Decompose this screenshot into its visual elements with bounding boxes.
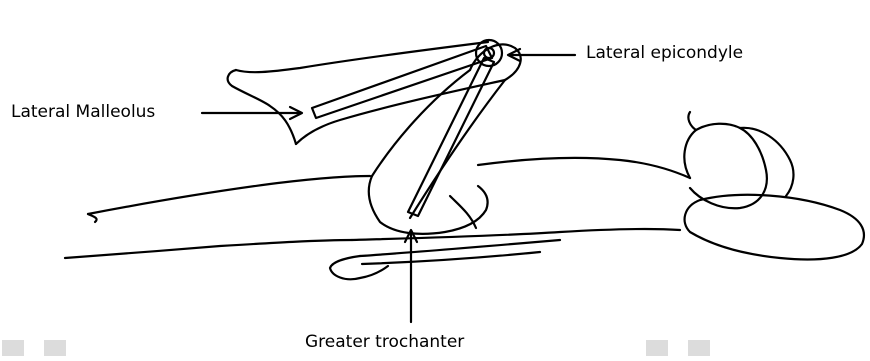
- torso-chest: [478, 158, 690, 178]
- extended-leg-outline: [88, 176, 370, 214]
- decorative-block-left-2: [44, 340, 66, 356]
- decorative-block-left-1: [2, 340, 24, 356]
- foot: [228, 70, 296, 144]
- hand: [330, 256, 388, 279]
- decorative-block-right-2: [688, 340, 710, 356]
- label-lateral-epicondyle: Lateral epicondyle: [586, 45, 743, 62]
- label-greater-trochanter: Greater trochanter: [305, 334, 464, 351]
- shin-top: [236, 42, 488, 72]
- goniometer-arm-shin: [312, 46, 492, 118]
- face-profile: [688, 112, 696, 130]
- label-lateral-malleolus: Lateral Malleolus: [11, 104, 155, 121]
- decorative-block-right-1: [646, 340, 668, 356]
- shorts-outline: [369, 176, 488, 234]
- thigh-front: [372, 70, 470, 176]
- thigh-back: [410, 80, 505, 218]
- extended-leg-lower: [88, 214, 97, 222]
- ground-leg-line: [65, 240, 352, 258]
